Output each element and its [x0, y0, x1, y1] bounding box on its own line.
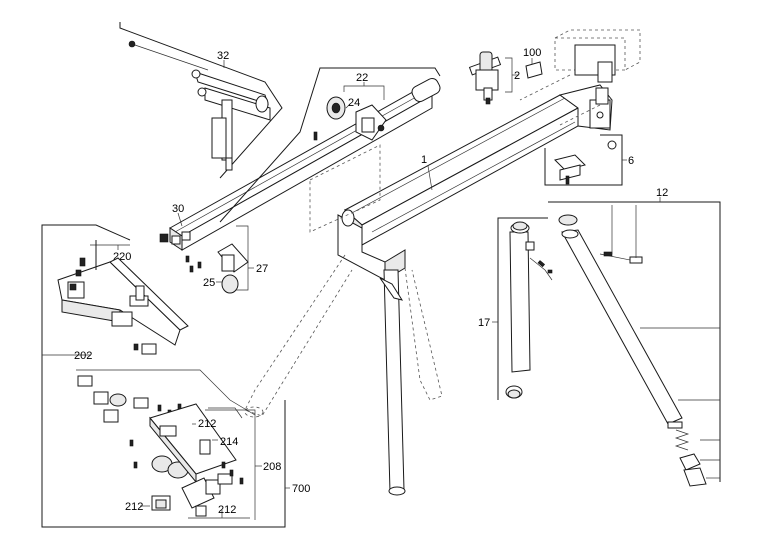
- part-27-support-block: 27 25: [185, 225, 268, 294]
- rear-extension-roller: [519, 29, 641, 126]
- callout-27: 27: [256, 263, 268, 275]
- callout-212-a: 212: [198, 418, 216, 430]
- callout-214: 214: [220, 436, 238, 448]
- callout-12: 12: [656, 187, 668, 199]
- part-6-bracket: 6: [544, 134, 634, 186]
- main-frame-beam: 1: [337, 84, 613, 281]
- callout-100: 100: [523, 47, 541, 59]
- part-2-stop-bracket: 2: [468, 51, 520, 105]
- front-legs: [244, 254, 443, 496]
- callout-212-c: 212: [218, 504, 236, 516]
- part-100-label-plate: 100: [523, 47, 543, 79]
- part-32-support-arm-kit: 32: [119, 22, 283, 179]
- part-12-long-leg: 12: [548, 187, 721, 487]
- callout-212-b: 212: [125, 501, 143, 513]
- callout-700: 700: [292, 483, 310, 495]
- callout-30: 30: [172, 203, 184, 215]
- callout-24: 24: [348, 97, 360, 109]
- callout-17: 17: [478, 317, 490, 329]
- part-17-short-leg: 17: [478, 217, 553, 400]
- callout-2: 2: [514, 70, 520, 82]
- dashed-extension-outline: [309, 144, 381, 233]
- arm-group-bracket: [219, 67, 441, 223]
- callout-25: 25: [203, 277, 215, 289]
- callout-202: 202: [74, 350, 92, 362]
- part-202-700-clamp-kit: 202 700 212 214 208: [41, 350, 310, 528]
- callout-208: 208: [263, 461, 281, 473]
- part-22-24-end-cap: 22 24: [326, 72, 387, 141]
- callout-1: 1: [421, 154, 427, 166]
- part-220-clamp-assembly: 220: [41, 224, 189, 355]
- callout-6: 6: [628, 155, 634, 167]
- callout-32: 32: [217, 50, 229, 62]
- callout-22: 22: [356, 72, 368, 84]
